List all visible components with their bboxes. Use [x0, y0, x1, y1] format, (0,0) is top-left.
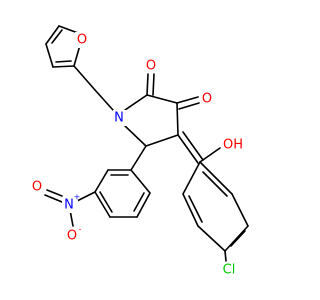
bond [130, 145, 147, 171]
bond [199, 147, 221, 163]
chlorine-label: Cl [223, 263, 236, 278]
bond [199, 161, 233, 195]
bond [94, 89, 114, 111]
bond [188, 195, 203, 223]
bond [182, 161, 201, 195]
bond [177, 134, 199, 164]
nitro-oxygen-charge: - [79, 225, 82, 234]
bond [231, 193, 249, 227]
bond [124, 125, 147, 147]
bond [46, 189, 63, 197]
bond [224, 250, 227, 262]
bond [58, 25, 79, 34]
bond [45, 25, 60, 45]
bond [182, 193, 199, 227]
bond [124, 94, 148, 111]
nitrophenyl-ring [76, 145, 151, 218]
pyrrolidine-ring [94, 73, 221, 164]
chlorophenyl-ring [182, 161, 249, 262]
bond [146, 73, 149, 96]
bond [182, 131, 204, 161]
bond [136, 192, 151, 218]
bond [55, 60, 72, 63]
bond [94, 191, 111, 218]
chemical-structure-diagram: O O O N OH N + O O - Cl [32, 25, 249, 278]
bond [44, 194, 63, 203]
furan-ring [45, 25, 96, 91]
bond [73, 65, 96, 91]
bond [130, 169, 151, 194]
bond [52, 65, 75, 68]
bond [45, 43, 54, 68]
nitro-oxygen-label: O [67, 229, 77, 244]
bond [224, 225, 249, 252]
bond [76, 191, 96, 202]
bond [176, 102, 179, 136]
furan-oxygen-label: O [77, 33, 87, 48]
bond [94, 169, 109, 193]
atom-labels: O O O N OH N + O O - Cl [32, 32, 243, 278]
bond [73, 44, 81, 67]
bond [178, 102, 200, 110]
bond [176, 96, 199, 104]
bond [146, 94, 178, 104]
bond [99, 191, 113, 213]
ketone-oxygen-label: O [146, 59, 156, 74]
bond [230, 230, 246, 247]
nitro-oxygen-label: O [32, 180, 42, 195]
structure-canvas: O O O N OH N + O O - Cl [31, 25, 249, 278]
bond [152, 73, 155, 96]
hydroxyl-label: OH [223, 138, 243, 153]
bond [145, 134, 179, 147]
bond [197, 225, 226, 252]
ketone-oxygen-label: O [202, 92, 212, 107]
bond [133, 192, 145, 212]
bond [202, 171, 228, 197]
nitro-nitrogen-charge: + [74, 193, 81, 202]
ring-nitrogen-label: N [114, 111, 124, 126]
nitro-nitrogen-label: N [64, 198, 74, 213]
bond [51, 29, 63, 44]
